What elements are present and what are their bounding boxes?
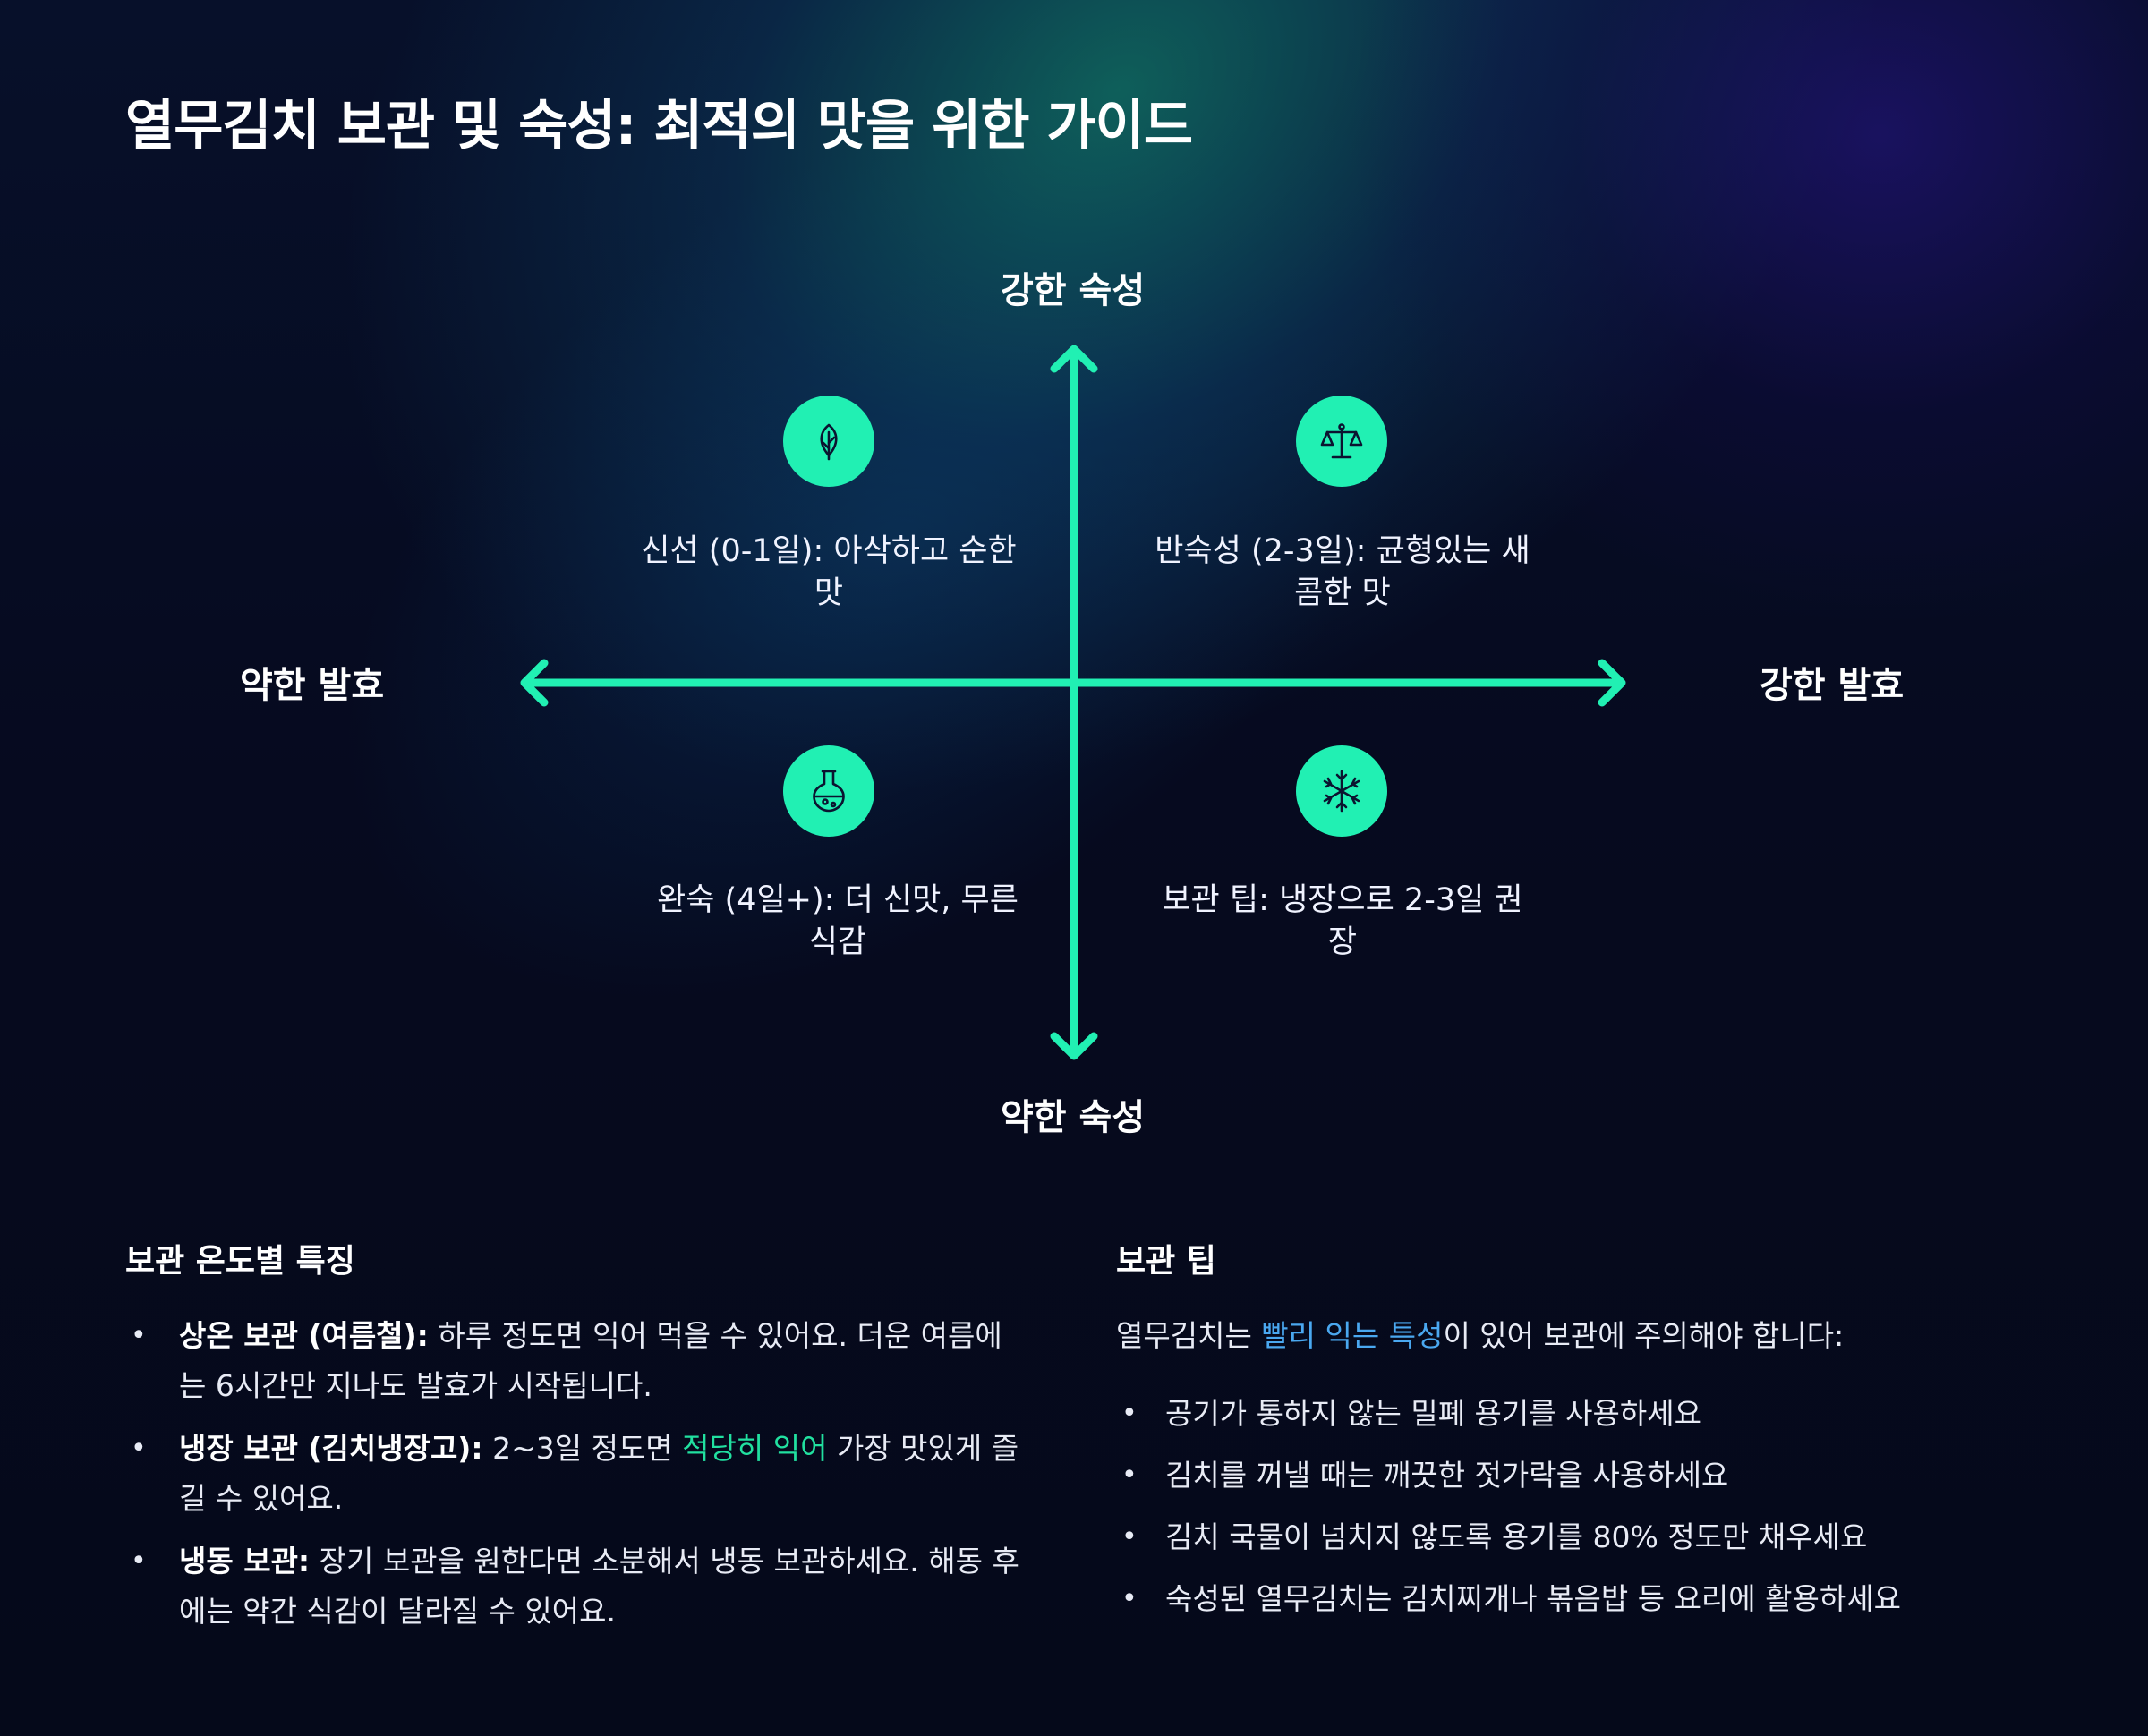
quadrant-text-top-left: 신선 (0-1일): 아삭하고 순한 맛: [641, 533, 1017, 611]
arrow-up-icon: [1050, 345, 1098, 373]
tips-intro: 열무김치는 빨리 익는 특성이 있어 보관에 주의해야 합니다:: [1116, 1311, 1844, 1361]
item-text: 하루 정도면 익어 먹을 수 있어요. 더운 여름에는 6시간만 지나도 발효가…: [179, 1318, 1002, 1403]
item-text: 2~3일 정도면: [482, 1431, 683, 1466]
tips-list: • 공기가 통하지 않는 밀폐 용기를 사용하세요 • 김치를 꺼낼 때는 깨끗한 …: [1116, 1389, 1901, 1636]
intro-text: 이 있어 보관에 주의해야 합니다:: [1443, 1318, 1845, 1353]
intro-highlight: 빨리 익는 특성: [1261, 1318, 1444, 1353]
item-label: 냉동 보관:: [179, 1544, 311, 1579]
arrow-down-icon: [1050, 1032, 1098, 1060]
bullet-icon: •: [1121, 1398, 1138, 1429]
tip-text: 김치 국물이 넘치지 않도록 용기를 80% 정도만 채우세요: [1165, 1519, 1868, 1554]
axis-label-top: 강한 숙성: [1001, 270, 1146, 311]
quadrant-text-bottom-right: 보관 팁: 냉장으로 2-3일 권장: [1162, 882, 1523, 960]
list-item: • 냉동 보관: 장기 보관을 원한다면 소분해서 냉동 보관하세요. 해동 후…: [125, 1536, 1029, 1637]
tip-text: 공기가 통하지 않는 밀폐 용기를 사용하세요: [1165, 1396, 1701, 1431]
item-text: 장기 보관을 원한다면 소분해서 냉동 보관하세요. 해동 후에는 약간 식감이…: [179, 1544, 1019, 1629]
temp-section-heading: 보관 온도별 특징: [125, 1243, 355, 1280]
quadrant-diagram: 강한 숙성 약한 숙성 약한 발효 강한 발효 신선 (0-1일): 아삭하고 …: [240, 270, 1905, 1138]
axis-label-left: 약한 발효: [240, 665, 385, 706]
list-item: • 상온 보관 (여름철): 하루 정도면 익어 먹을 수 있어요. 더운 여름…: [125, 1311, 1029, 1411]
axes: [520, 345, 1626, 1060]
tips-section-heading: 보관 팁: [1116, 1243, 1216, 1280]
temp-section-list: • 상온 보관 (여름철): 하루 정도면 익어 먹을 수 있어요. 더운 여름…: [125, 1311, 1029, 1649]
bullet-icon: •: [1121, 1583, 1138, 1614]
bullet-icon: •: [1121, 1459, 1138, 1491]
scale-icon: [1296, 396, 1387, 487]
list-item: • 김치 국물이 넘치지 않도록 용기를 80% 정도만 채우세요: [1116, 1512, 1901, 1562]
axis-label-right: 강한 발효: [1760, 665, 1905, 706]
quadrant-text-top-right: 반숙성 (2-3일): 균형있는 새콤한 맛: [1155, 533, 1530, 611]
flask-icon: [783, 745, 874, 837]
arrow-left-icon: [520, 659, 549, 707]
intro-text: 열무김치는: [1116, 1318, 1262, 1353]
bullet-icon: •: [131, 1433, 147, 1464]
item-label: 냉장 보관 (김치냉장고):: [179, 1431, 483, 1466]
item-text: 가장 맛있게 즐길 수 있어요.: [179, 1431, 1019, 1516]
list-item: • 냉장 보관 (김치냉장고): 2~3일 정도면 적당히 익어 가장 맛있게 …: [125, 1424, 1029, 1524]
leaf-icon: [783, 396, 874, 487]
axis-label-bottom: 약한 숙성: [1001, 1097, 1146, 1138]
bullet-icon: •: [131, 1320, 147, 1351]
tip-text: 숙성된 열무김치는 김치찌개나 볶음밥 등 요리에 활용하세요: [1165, 1581, 1901, 1616]
item-highlight: 적당히 익어: [682, 1431, 828, 1466]
arrow-right-icon: [1598, 659, 1626, 707]
page-title: 열무김치 보관 및 숙성: 최적의 맛을 위한 가이드: [125, 95, 1193, 157]
list-item: • 김치를 꺼낼 때는 깨끗한 젓가락을 사용하세요: [1116, 1451, 1901, 1501]
quadrant-text-bottom-left: 완숙 (4일+): 더 신맛, 무른 식감: [657, 882, 1019, 960]
tip-text: 김치를 꺼낼 때는 깨끗한 젓가락을 사용하세요: [1165, 1458, 1729, 1493]
bullet-icon: •: [131, 1545, 147, 1577]
list-item: • 숙성된 열무김치는 김치찌개나 볶음밥 등 요리에 활용하세요: [1116, 1574, 1901, 1624]
item-label: 상온 보관 (여름철):: [179, 1318, 429, 1353]
snowflake-icon: [1296, 745, 1387, 837]
list-item: • 공기가 통하지 않는 밀폐 용기를 사용하세요: [1116, 1389, 1901, 1439]
bullet-icon: •: [1121, 1521, 1138, 1553]
